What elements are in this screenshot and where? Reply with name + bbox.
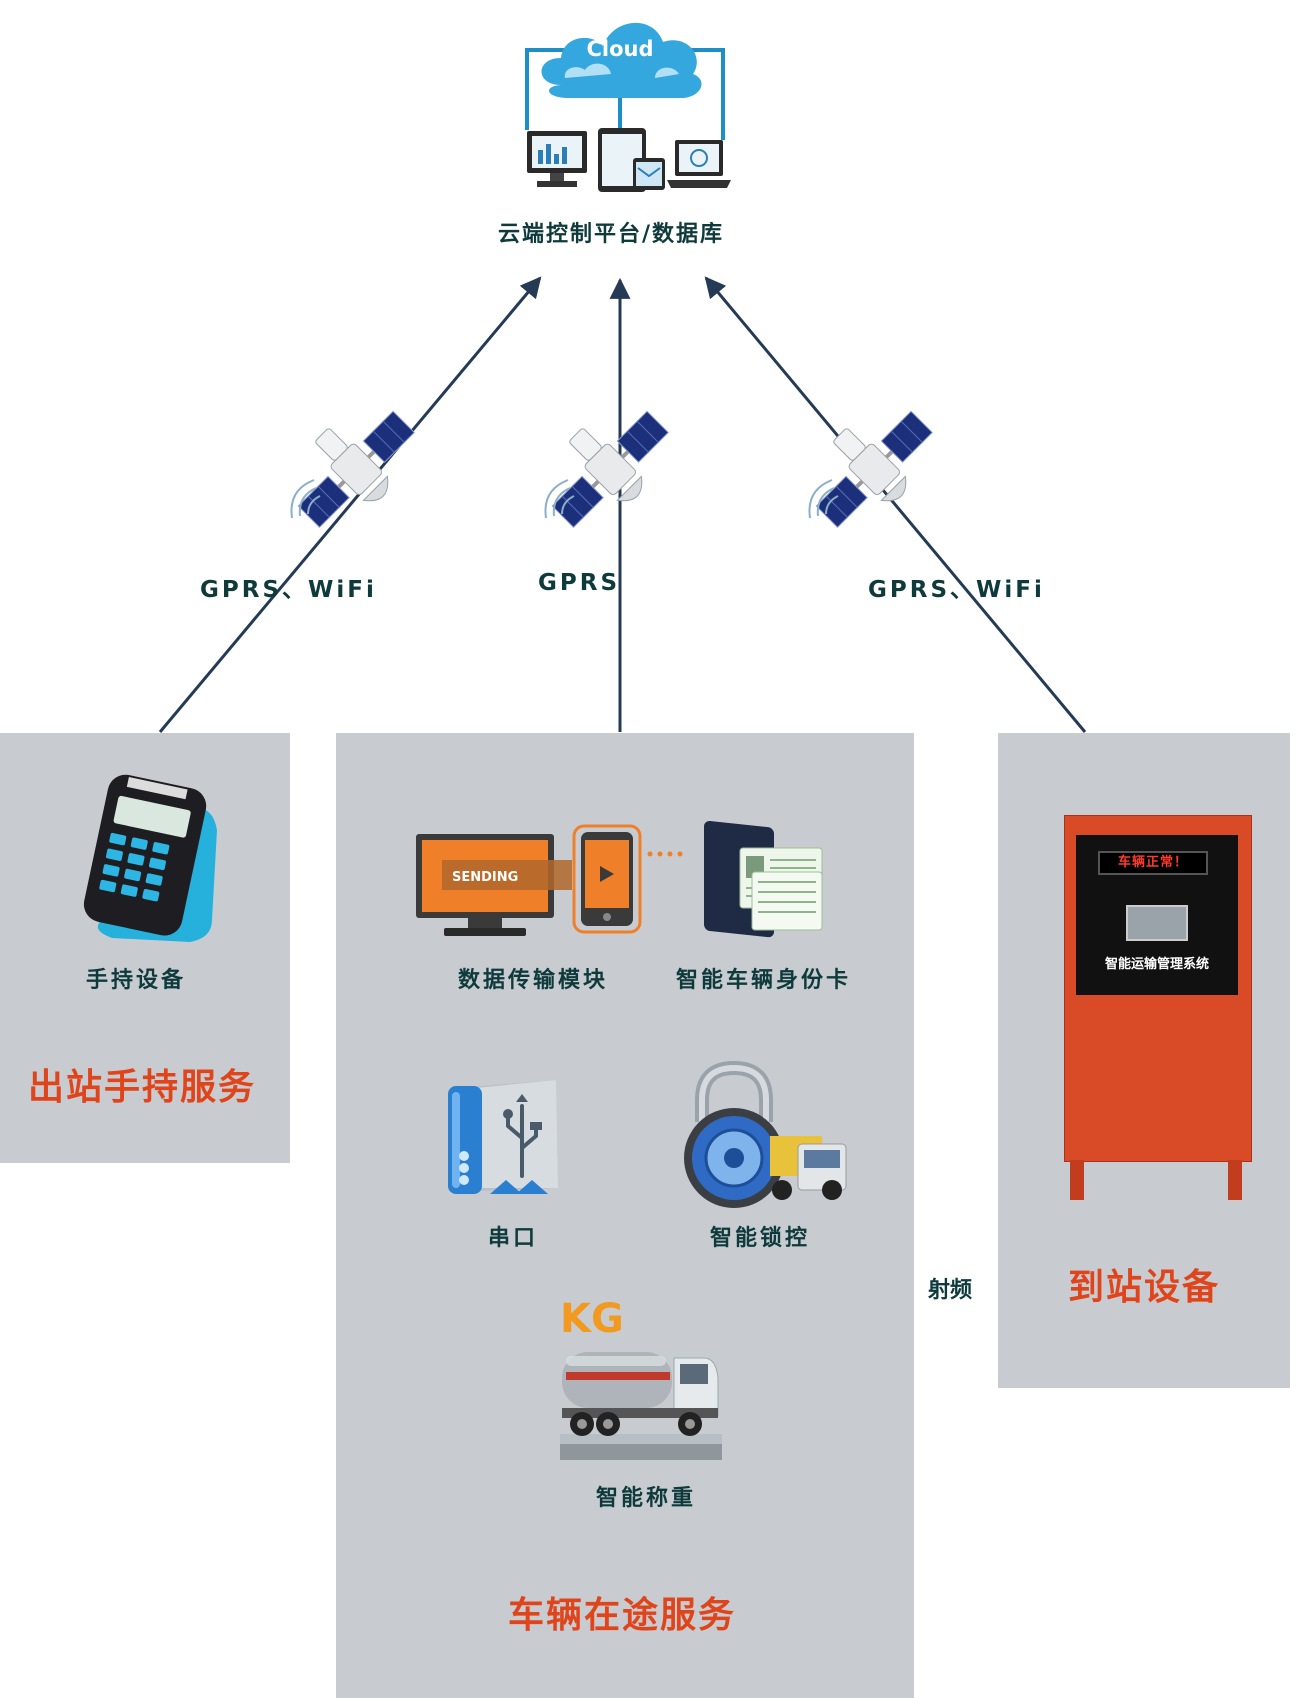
cabinet-panel (1126, 905, 1188, 941)
data-transmission-label: 数据传输模块 (458, 968, 609, 993)
link-middle-label: GPRS (538, 570, 621, 596)
left-arrow (158, 276, 542, 733)
cabinet-display: 车辆正常！ (1098, 851, 1208, 875)
link-left-label: GPRS、WiFi (200, 577, 377, 603)
satellite-right-icon (808, 410, 933, 528)
pos-terminal-icon (83, 774, 217, 942)
kg-text: KG (560, 1296, 624, 1342)
vehicle-id-card-label: 智能车辆身份卡 (676, 968, 852, 993)
satellite-middle-icon (544, 410, 669, 528)
right-arrow (704, 276, 1087, 733)
cloud-label: Cloud (586, 37, 653, 61)
smart-lock-label: 智能锁控 (710, 1226, 811, 1251)
sending-text: SENDING (452, 870, 518, 885)
vehicle-id-card-icon (704, 821, 823, 938)
outbound-service-title: 出站手持服务 (28, 1067, 257, 1108)
cabinet-label: 智能运输管理系统 (1104, 957, 1209, 972)
smart-weighing-label: 智能称重 (596, 1486, 697, 1511)
smart-lock-icon (684, 1060, 847, 1208)
handheld-device-label: 手持设备 (86, 968, 187, 993)
weighbridge-truck-icon (560, 1352, 722, 1460)
arrival-cabinet-icon: 车辆正常！ 智能运输管理系统 (1064, 815, 1252, 1200)
cloud-platform-icon: Cloud (525, 22, 731, 192)
rf-label: 射频 (928, 1278, 973, 1303)
cloud-platform-label: 云端控制平台/数据库 (498, 222, 725, 247)
arrival-device-title: 到站设备 (1068, 1267, 1221, 1308)
serial-port-icon (448, 1080, 558, 1194)
serial-port-label: 串口 (488, 1226, 539, 1251)
satellite-left-icon (290, 410, 415, 528)
in-transit-service-title: 车辆在途服务 (508, 1595, 737, 1636)
data-transmission-icon: SENDING (416, 824, 683, 936)
link-right-label: GPRS、WiFi (868, 577, 1045, 603)
